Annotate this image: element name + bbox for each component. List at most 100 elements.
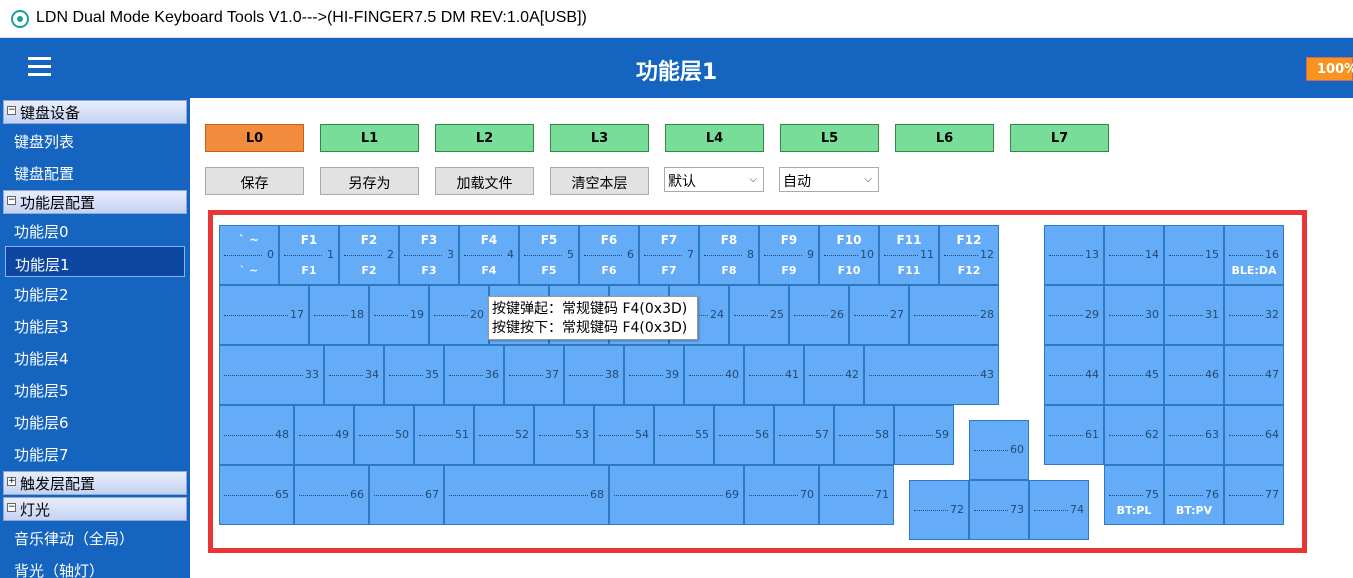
keyboard-key[interactable]: 67 [369,465,444,525]
sidebar-item[interactable]: 功能层5 [14,382,69,400]
keyboard-key[interactable]: 68 [444,465,609,525]
keyboard-key[interactable]: 19 [369,285,429,345]
auto-select[interactable]: 自动⌵ [779,167,879,192]
sidebar-item[interactable]: 键盘配置 [14,165,75,183]
expand-toggle-icon[interactable]: − [7,502,16,512]
keyboard-key[interactable]: 27 [849,285,909,345]
keyboard-key[interactable]: 61 [1044,405,1104,465]
sidebar-item[interactable]: 键盘列表 [14,133,75,151]
keyboard-key[interactable]: 41 [744,345,804,405]
mode-select[interactable]: 默认⌵ [664,167,764,192]
keyboard-key[interactable]: 69 [609,465,744,525]
sidebar-item[interactable]: 功能层6 [14,414,69,432]
keyboard-key[interactable]: 62 [1104,405,1164,465]
keyboard-key[interactable]: 38 [564,345,624,405]
keyboard-key[interactable]: 59 [894,405,954,465]
layer-tab[interactable]: L5 [780,124,879,152]
clear-layer-button[interactable]: 清空本层 [550,167,649,195]
keyboard-key[interactable]: 65 [219,465,294,525]
layer-tab[interactable]: L7 [1010,124,1109,152]
keyboard-key[interactable]: 54 [594,405,654,465]
keyboard-key[interactable]: 20 [429,285,489,345]
keyboard-key[interactable]: 60 [969,420,1029,480]
keyboard-key[interactable]: 44 [1044,345,1104,405]
sidebar-group[interactable]: −灯光 [3,497,187,521]
sidebar-group[interactable]: −键盘设备 [3,100,187,124]
keyboard-key[interactable]: 40 [684,345,744,405]
keyboard-key[interactable]: 29 [1044,285,1104,345]
keyboard-key[interactable]: 45 [1104,345,1164,405]
keyboard-key[interactable]: 70 [744,465,819,525]
keyboard-key[interactable]: 18 [309,285,369,345]
keyboard-key[interactable]: 58 [834,405,894,465]
keyboard-key[interactable]: 50 [354,405,414,465]
sidebar-item[interactable]: 功能层3 [14,318,69,336]
keyboard-key[interactable]: 64 [1224,405,1284,465]
keyboard-key[interactable]: 25 [729,285,789,345]
keyboard-key[interactable]: 74 [1029,480,1089,540]
keyboard-key[interactable]: 43 [864,345,999,405]
sidebar-item[interactable]: 功能层0 [14,223,69,241]
keyboard-key[interactable]: 30 [1104,285,1164,345]
keyboard-key[interactable]: 13 [1044,225,1104,285]
keyboard-key[interactable]: 53 [534,405,594,465]
keyboard-key[interactable]: 46 [1164,345,1224,405]
keyboard-key[interactable]: 33 [219,345,324,405]
sidebar-item[interactable]: 功能层1 [5,246,185,277]
keyboard-key[interactable]: 49 [294,405,354,465]
layer-tab[interactable]: L2 [435,124,534,152]
save-button[interactable]: 保存 [205,167,304,195]
keyboard-key[interactable]: 48 [219,405,294,465]
layer-tab[interactable]: L0 [205,124,304,152]
keyboard-key[interactable]: 37 [504,345,564,405]
keyboard-key[interactable]: 34 [324,345,384,405]
expand-toggle-icon[interactable]: − [7,105,16,115]
sidebar-item[interactable]: 功能层4 [14,350,69,368]
keyboard-key[interactable]: 42 [804,345,864,405]
save-as-button[interactable]: 另存为 [320,167,419,195]
sidebar-item[interactable]: 背光（轴灯） [14,562,105,578]
keyboard-key[interactable]: 52 [474,405,534,465]
keyboard-key[interactable]: 55 [654,405,714,465]
sidebar-item[interactable]: 功能层2 [14,286,69,304]
sidebar-item[interactable]: 音乐律动（全局） [14,530,135,548]
keyboard-key[interactable]: 0` ~` ~ [219,225,279,285]
keyboard-key[interactable]: 47 [1224,345,1284,405]
layer-tab[interactable]: L3 [550,124,649,152]
load-file-button[interactable]: 加载文件 [435,167,534,195]
keyboard-key[interactable]: 28 [909,285,999,345]
hamburger-menu-icon[interactable] [28,57,51,77]
keyboard-key[interactable]: 66 [294,465,369,525]
keyboard-key[interactable]: 31 [1164,285,1224,345]
keyboard-key[interactable]: 15 [1164,225,1224,285]
keyboard-key[interactable]: 72 [909,480,969,540]
keyboard-key[interactable]: 32 [1224,285,1284,345]
sidebar-group[interactable]: +触发层配置 [3,471,187,495]
expand-toggle-icon[interactable]: + [7,476,16,486]
keyboard-key[interactable]: 17 [219,285,309,345]
layer-tab[interactable]: L6 [895,124,994,152]
keyboard-key[interactable]: 63 [1164,405,1224,465]
keyboard-key[interactable]: 56 [714,405,774,465]
keyboard-key[interactable]: 57 [774,405,834,465]
layer-tab[interactable]: L1 [320,124,419,152]
sidebar-item[interactable]: 功能层7 [14,446,69,464]
keyboard-key[interactable]: 77 [1224,465,1284,525]
expand-toggle-icon[interactable]: − [7,195,16,205]
sidebar-group[interactable]: −功能层配置 [3,190,187,214]
